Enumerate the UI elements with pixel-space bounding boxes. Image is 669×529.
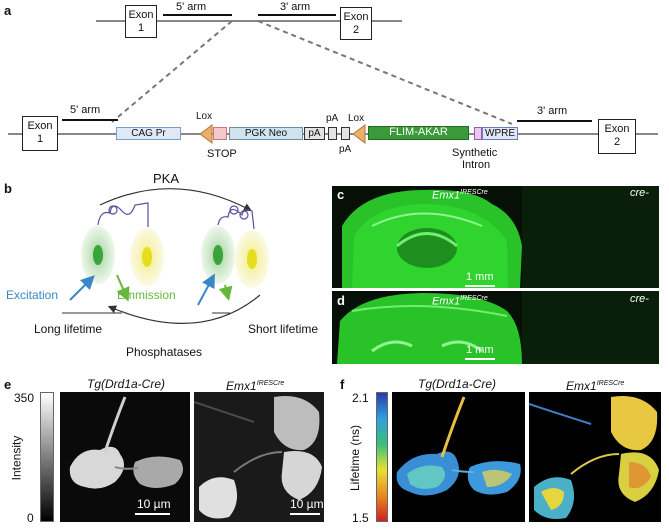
top-5arm-bar — [163, 14, 232, 16]
lox2-label: Lox — [348, 113, 365, 124]
panel-e-scalebar-right — [290, 513, 320, 515]
panel-d-letter: d — [337, 293, 345, 308]
bottom-exon2-box: Exon 2 — [598, 119, 636, 154]
bottom-5arm-bar — [62, 119, 118, 121]
bottom-3arm-bar — [517, 120, 592, 122]
fret-cycle-diagram — [62, 188, 269, 324]
lox2-triangle — [352, 124, 366, 144]
short-lifetime-label: Short lifetime — [248, 322, 319, 336]
panel-e-scalebar-left — [135, 513, 170, 515]
long-lifetime-label: Long lifetime — [34, 322, 103, 336]
bottom-3arm-label: 3' arm — [537, 105, 568, 117]
pka-label: PKA — [153, 171, 180, 186]
panel-c-letter: c — [337, 187, 345, 202]
top-exon2-box: Exon 2 — [340, 7, 372, 40]
pgk-label: PGK Neo — [244, 128, 288, 139]
panel-c-genotype-sup: IRESCre — [460, 189, 488, 196]
panel-e-scale-label-left: 10 µm — [137, 497, 171, 511]
synthetic-intron-segment — [474, 127, 482, 140]
synthetic-label: Synthetic — [452, 147, 498, 159]
pa1-label: pA — [308, 128, 321, 139]
intron-label: Intron — [462, 159, 491, 171]
top-exon2-label: Exon 2 — [343, 11, 369, 36]
bottom-exon1-label: Exon 1 — [27, 120, 53, 145]
panel-c-scale-label: 1 mm — [466, 271, 494, 283]
panel-f-title-right-text: Emx1 — [566, 379, 597, 393]
stop-label: STOP — [207, 148, 237, 160]
lifetime-colorbar — [376, 392, 388, 522]
panel-f-title-left: Tg(Drd1a-Cre) — [418, 377, 497, 391]
pa-segment-3 — [341, 127, 350, 140]
panel-c-brain-section — [342, 186, 659, 288]
lox1-triangle — [199, 124, 213, 144]
panel-e-left-cells — [69, 396, 184, 489]
panel-d-genotype: Emx1IRESCre — [432, 293, 488, 308]
zoom-dashed-lines — [111, 20, 513, 125]
panel-d-scalebar — [465, 358, 495, 360]
bottom-exon1-box: Exon 1 — [22, 116, 58, 151]
top-3arm-label: 3' arm — [280, 1, 311, 13]
panel-f-title-right: Emx1IRESCre — [566, 378, 624, 392]
panel-f-title-right-sup: IRESCre — [596, 380, 625, 387]
lifetime-cbar-label: Lifetime (ns) — [348, 424, 363, 492]
intensity-colorbar — [40, 392, 54, 522]
wpre-segment: WPRE — [482, 127, 518, 140]
pa3-label: pA — [339, 144, 352, 155]
top-exon1-label: Exon 1 — [128, 9, 154, 34]
panel-c-cre-neg: cre- — [630, 187, 649, 199]
phosphatases-label: Phosphatases — [126, 345, 203, 359]
flim-akar-segment: FLIM-AKAR — [368, 126, 469, 140]
panel-e-letter: e — [4, 377, 12, 392]
top-3arm-bar — [258, 14, 336, 16]
panel-e-image-left — [60, 392, 190, 522]
pa-segment-2 — [328, 127, 337, 140]
panel-d-image — [332, 291, 659, 364]
panel-f-image-left — [392, 392, 525, 522]
panel-d-genotype-text: Emx1 — [432, 295, 461, 308]
panel-c-scalebar — [465, 285, 495, 287]
panel-e-title-right-sup: IRESCre — [256, 380, 285, 387]
panel-e-right-cells — [194, 396, 322, 519]
panel-e-image-right — [194, 392, 324, 522]
panel-d-scale-label: 1 mm — [466, 344, 494, 356]
intensity-cbar-min: 0 — [27, 511, 34, 525]
panel-b-letter: b — [4, 181, 12, 196]
panel-f-letter: f — [340, 377, 345, 392]
panel-d-cre-neg: cre- — [630, 293, 649, 305]
panel-f-right-cells — [529, 396, 659, 519]
panel-c-genotype: Emx1IRESCre — [432, 187, 488, 202]
lifetime-cbar-max: 2.1 — [352, 391, 369, 405]
pa2-label: pA — [326, 113, 339, 124]
pa-segment-1: pA — [304, 127, 325, 140]
panel-e-title-right-text: Emx1 — [226, 379, 257, 393]
excitation-label: Excitation — [6, 288, 59, 302]
panel-d-genotype-sup: IRESCre — [460, 295, 488, 302]
panel-c-image — [332, 186, 659, 288]
top-exon1-box: Exon 1 — [125, 5, 157, 38]
wpre-label: WPRE — [485, 128, 515, 139]
emmission-label: Emmission — [117, 288, 176, 302]
panel-a-letter: a — [4, 3, 12, 18]
panel-d-brain-section — [337, 291, 659, 364]
bottom-5arm-label: 5' arm — [70, 104, 101, 116]
intensity-cbar-label: Intensity — [9, 435, 24, 481]
panel-c-genotype-text: Emx1 — [432, 189, 461, 202]
cag-label: CAG Pr — [131, 128, 166, 139]
lifetime-cbar-min: 1.5 — [352, 511, 369, 525]
pgk-neo: PGK Neo — [229, 127, 303, 140]
top-5arm-label: 5' arm — [176, 1, 207, 13]
top-genomic-line — [96, 20, 402, 22]
panel-e-scale-label-right: 10 µm — [290, 497, 324, 511]
panel-e-title-left: Tg(Drd1a-Cre) — [87, 377, 166, 391]
stop-cassette — [213, 127, 227, 140]
cag-promoter: CAG Pr — [116, 127, 181, 140]
panel-e-title-right: Emx1IRESCre — [226, 378, 284, 392]
intensity-cbar-max: 350 — [14, 391, 35, 405]
flim-akar-label: FLIM-AKAR — [389, 126, 448, 138]
lox1-label: Lox — [196, 111, 213, 122]
panel-f-image-right — [529, 392, 661, 522]
bottom-exon2-label: Exon 2 — [604, 123, 630, 148]
panel-f-left-cells — [396, 396, 521, 496]
